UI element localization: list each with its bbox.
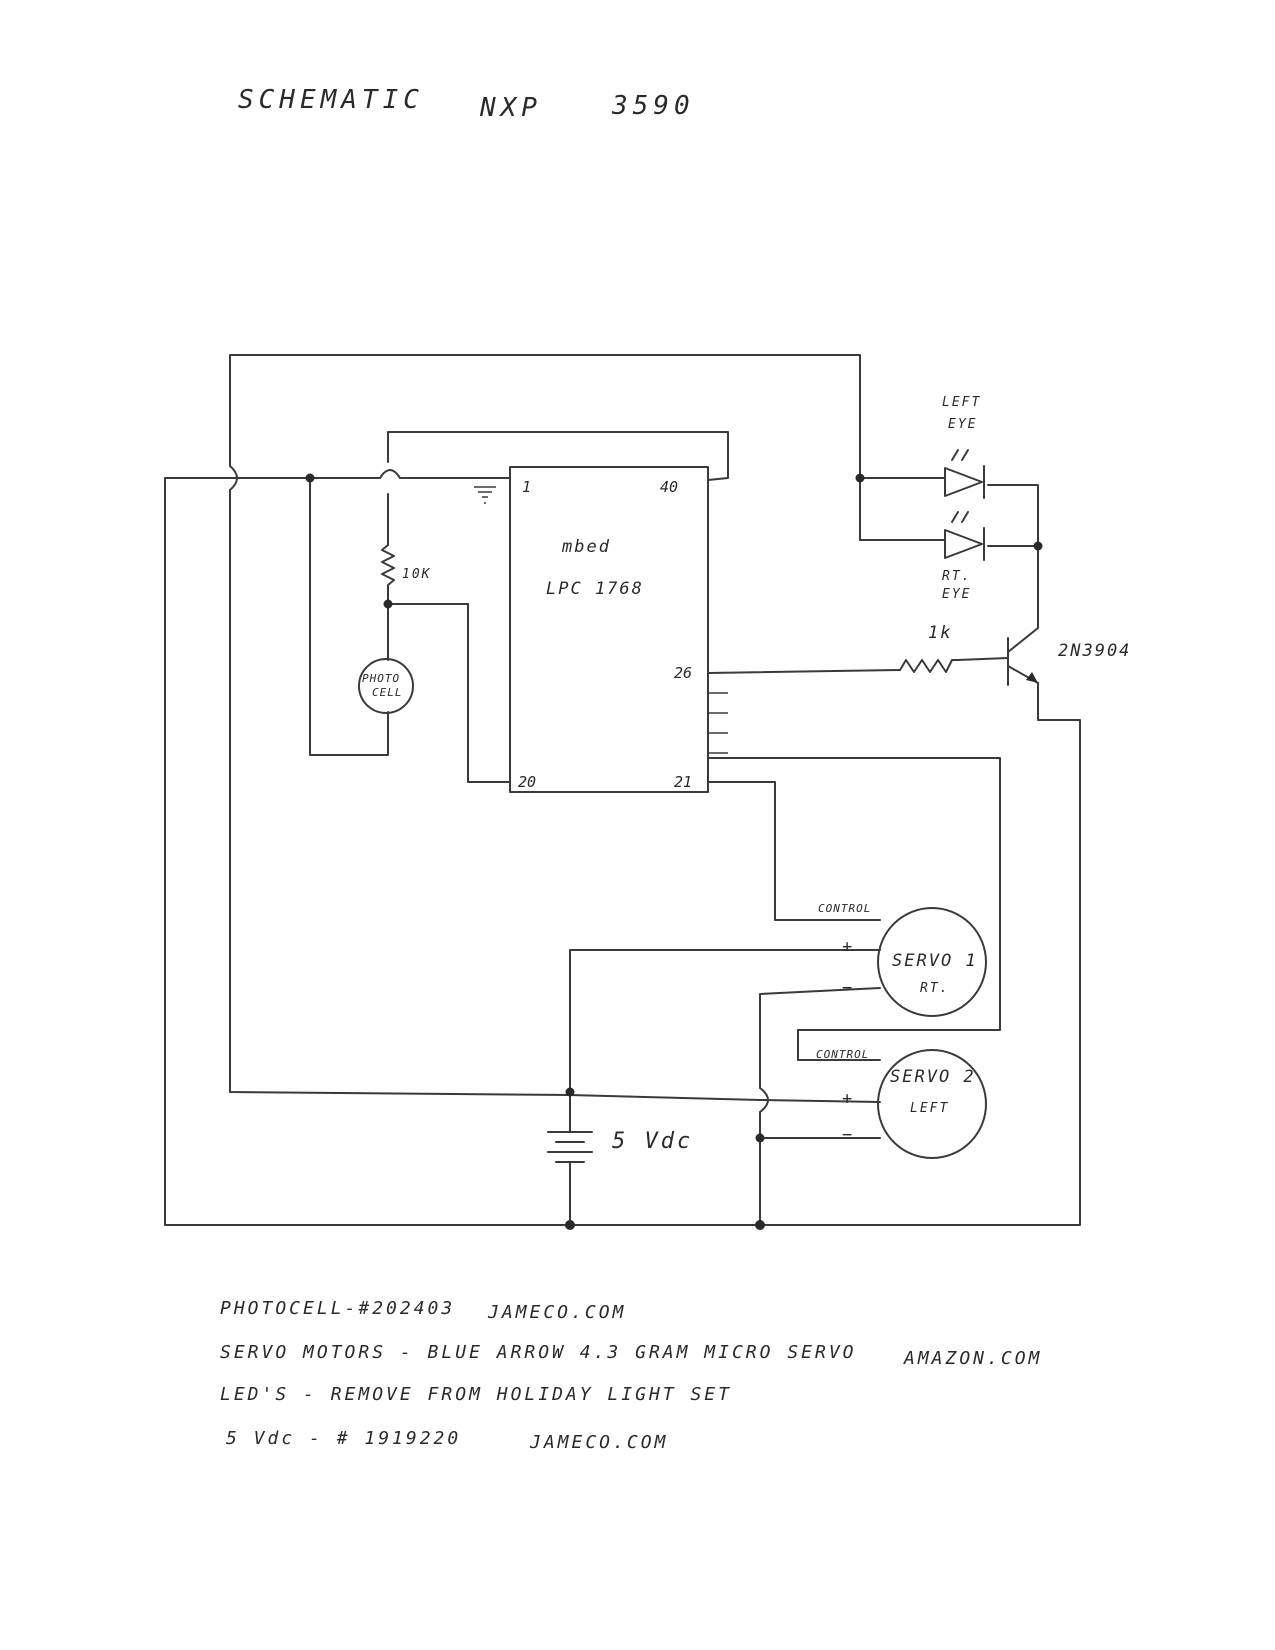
photocell-body [358, 658, 414, 714]
wire-led-cathodes [987, 484, 1039, 547]
transistor-emitter-arrow [1026, 672, 1038, 683]
note-supply-source: JAMECO.COM [529, 1432, 668, 1453]
servo-1-label-line2: RT. [920, 981, 949, 996]
led-left-eye: LEFT EYE [942, 395, 985, 499]
wire-left-rail [229, 489, 761, 1101]
junction-dot [305, 473, 315, 483]
resistor-1k [899, 657, 1009, 673]
note-servo-source: AMAZON.COM [903, 1348, 1042, 1369]
servo-2-minus-label: − [842, 1125, 854, 1145]
pin-21-label: 21 [674, 773, 692, 791]
transistor-2n3904 [1007, 539, 1039, 686]
pin-1-label: 1 [522, 478, 531, 496]
wire-outer-left [164, 477, 1081, 1226]
title-number: 3590 [611, 91, 695, 121]
junctions [305, 473, 1043, 1230]
mcu-body [509, 466, 709, 793]
wire-pin26 [707, 669, 901, 674]
servo-1-control-label: CONTROL [818, 902, 871, 915]
mcu-name-line1: mbed [561, 537, 611, 557]
resistor-10k-label: 10K [402, 567, 431, 582]
led-right-label-line2: EYE [942, 587, 971, 602]
wire-servo2-plus [759, 1099, 881, 1103]
led-left-eye-symbol [944, 449, 985, 499]
wire-top-bus [229, 354, 946, 541]
junction-dot [383, 599, 393, 609]
battery [547, 1091, 593, 1226]
wires [164, 354, 1081, 1226]
ground-symbol [474, 486, 496, 504]
led-left-label-line1: LEFT [942, 395, 981, 410]
resistor-1k-label: 1k [928, 623, 952, 643]
servo-2-body [877, 1049, 987, 1159]
junction-dot [755, 1133, 765, 1143]
servo-1-body [877, 907, 987, 1017]
resistor-10k [381, 544, 395, 605]
pin-20-label: 20 [518, 773, 536, 791]
title-schematic: SCHEMATIC [238, 85, 424, 115]
mbed-lpc1768: 1 40 mbed LPC 1768 26 20 21 [509, 466, 709, 793]
junction-dot [855, 473, 865, 483]
junction-dot [565, 1220, 575, 1230]
photocell: PHOTO CELL [358, 658, 414, 714]
wire-servo2-control [707, 757, 1001, 1061]
servo-2-label-line1: SERVO 2 [890, 1067, 976, 1087]
junction-dot [755, 1220, 765, 1230]
led-right-eye-symbol [944, 511, 985, 561]
note-servo-part: SERVO MOTORS - BLUE ARROW 4.3 GRAM MICRO… [220, 1342, 857, 1363]
wire-photocell [309, 477, 389, 756]
title-nxp: NXP [479, 93, 542, 123]
servo-1-plus-label: + [842, 937, 854, 957]
title: SCHEMATIC NXP 3590 [238, 85, 695, 123]
servo-2-label-line2: LEFT [910, 1101, 949, 1116]
pin-26-label: 26 [674, 664, 692, 682]
note-supply-part: 5 Vdc - # 1919220 [226, 1428, 461, 1449]
wire-crossover-2 [379, 469, 401, 479]
servo-2: SERVO 2 LEFT CONTROL + − [816, 1048, 987, 1159]
note-photocell-source: JAMECO.COM [487, 1302, 626, 1323]
wire-servo1-control [707, 781, 881, 921]
servo-1-label-line1: SERVO 1 [892, 951, 978, 971]
supply-label: 5 Vdc [612, 1129, 693, 1154]
servo-1: SERVO 1 RT. CONTROL + − [818, 902, 987, 1017]
wire-servo1-plus [569, 949, 881, 1093]
photocell-label-line2: CELL [372, 686, 403, 699]
pin-stubs [708, 692, 728, 754]
note-leds: LED'S - REMOVE FROM HOLIDAY LIGHT SET [220, 1384, 732, 1405]
servo-2-control-label: CONTROL [816, 1048, 869, 1061]
parts-notes: PHOTOCELL-#202403 JAMECO.COM SERVO MOTOR… [220, 1298, 1042, 1453]
pin-40-label: 40 [660, 478, 678, 496]
note-photocell-part: PHOTOCELL-#202403 [220, 1298, 455, 1319]
wire-to-pin20 [387, 603, 511, 783]
led-right-label-line1: RT. [942, 569, 971, 584]
wire-pin40-loop [387, 431, 729, 546]
led-right-eye: RT. EYE [942, 511, 985, 602]
junction-dot [565, 1087, 575, 1097]
mcu-name-line2: LPC 1768 [546, 579, 644, 599]
wire-servo1-minus [759, 987, 881, 1226]
led-left-label-line2: EYE [948, 417, 977, 432]
servo-1-minus-label: − [842, 978, 854, 998]
photocell-label-line1: PHOTO [362, 672, 400, 685]
junction-dot [1033, 541, 1043, 551]
transistor-label: 2N3904 [1058, 641, 1131, 661]
servo-2-plus-label: + [842, 1089, 854, 1109]
